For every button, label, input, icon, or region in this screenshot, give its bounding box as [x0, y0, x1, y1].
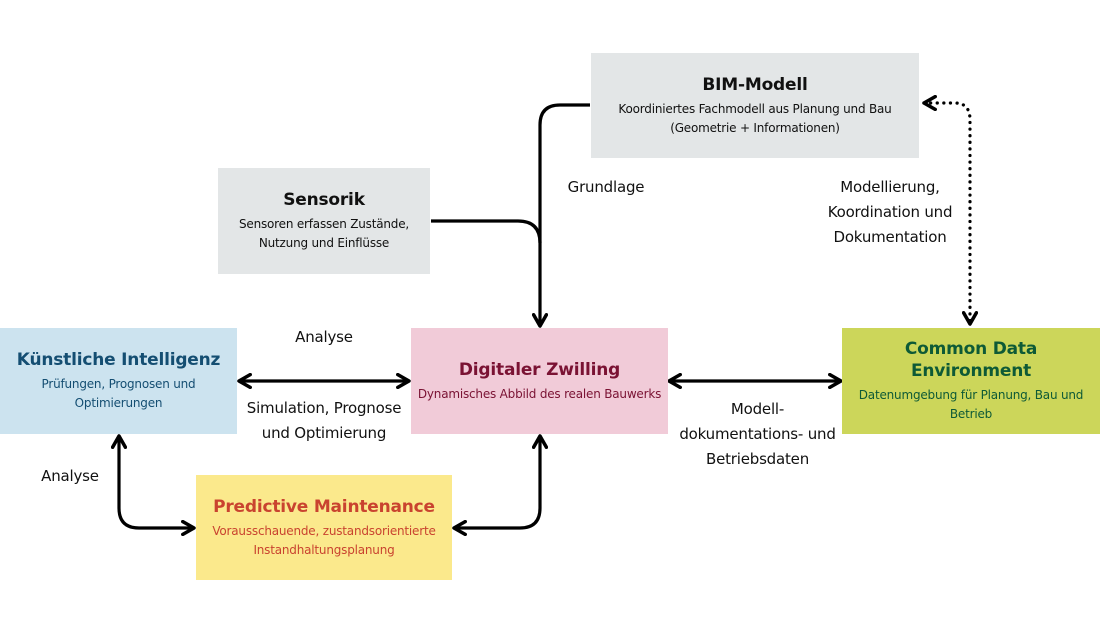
node-title: Sensorik	[283, 190, 365, 210]
label-line: Betriebsdaten	[705, 450, 810, 468]
node-predictive-maintenance: Predictive Maintenance Vorausschauende, …	[196, 475, 452, 580]
node-subtitle: Nutzung und Einflüsse	[258, 236, 390, 250]
edge-label-grundlage: Grundlage	[556, 175, 656, 200]
label-line: Modellierung,	[840, 178, 940, 196]
node-subtitle: Betrieb	[949, 407, 993, 421]
edge-ki-pm	[119, 436, 194, 528]
edge-label-simulation: Simulation, Prognose und Optimierung	[234, 396, 414, 446]
node-title: Predictive Maintenance	[213, 496, 435, 517]
label-line: dokumentations- und	[679, 425, 836, 443]
node-subtitle: Datenumgebung für Planung, Bau und	[858, 388, 1084, 402]
node-common-data-environment: Common Data Environment Datenumgebung fü…	[842, 328, 1100, 434]
node-title: Common Data Environment	[904, 339, 1038, 381]
node-kuenstliche-intelligenz: Künstliche Intelligenz Prüfungen, Progno…	[0, 328, 237, 434]
edge-label-analyse-top: Analyse	[264, 325, 384, 350]
label-line: Modell-	[730, 400, 785, 418]
label-text: Analyse	[41, 467, 99, 485]
node-sensorik: Sensorik Sensoren erfassen Zustände, Nut…	[218, 168, 430, 274]
edge-label-modelldoku: Modell- dokumentations- und Betriebsdate…	[675, 397, 840, 472]
node-subtitle: (Geometrie + Informationen)	[670, 120, 840, 135]
node-title: Digitaler Zwilling	[458, 359, 621, 380]
node-subtitle: Dynamisches Abbild des realen Bauwerks	[417, 386, 662, 401]
edge-label-analyse-left: Analyse	[20, 464, 120, 489]
label-text: Analyse	[295, 328, 353, 346]
node-title: Künstliche Intelligenz	[16, 350, 221, 370]
node-subtitle: Optimierungen	[74, 396, 163, 410]
node-subtitle: Sensoren erfassen Zustände,	[238, 217, 410, 231]
edge-pm-twin	[454, 436, 540, 528]
edge-label-modellierung: Modellierung, Koordination und Dokumenta…	[810, 175, 970, 250]
node-bim-modell: BIM-Modell Koordiniertes Fachmodell aus …	[591, 53, 919, 158]
node-subtitle: Koordiniertes Fachmodell aus Planung und…	[618, 101, 892, 116]
label-line: Dokumentation	[833, 228, 947, 246]
node-title: BIM-Modell	[702, 74, 808, 95]
edge-sensorik-to-twin	[431, 219, 542, 244]
label-line: und Optimierung	[261, 424, 387, 442]
node-subtitle: Vorausschauende, zustandsorientierte	[212, 523, 436, 538]
node-subtitle: Instandhaltungsplanung	[253, 542, 395, 557]
node-subtitle: Prüfungen, Prognosen und	[41, 377, 196, 391]
edge-bim-to-twin	[540, 103, 590, 326]
label-line: Simulation, Prognose	[246, 399, 402, 417]
node-digitaler-zwilling: Digitaler Zwilling Dynamisches Abbild de…	[411, 328, 668, 434]
label-text: Grundlage	[567, 178, 645, 196]
label-line: Koordination und	[827, 203, 953, 221]
